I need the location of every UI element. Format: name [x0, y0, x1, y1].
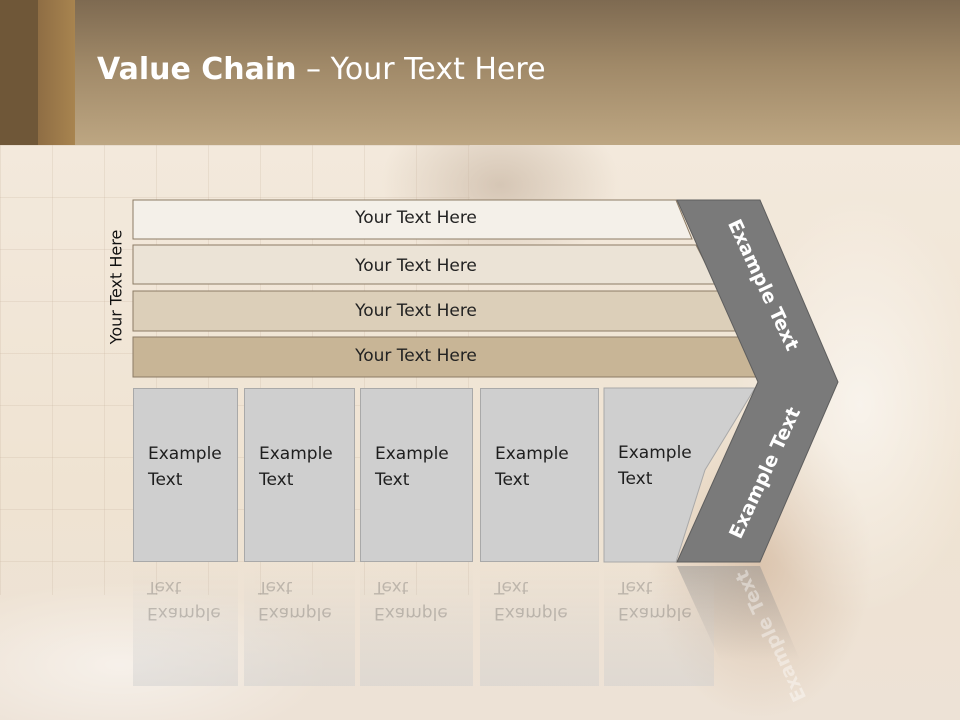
example-box-4[interactable]: Example Text [480, 388, 599, 562]
header-bar: Value Chain – Your Text Here [0, 0, 960, 145]
row-label-2: Your Text Here [355, 256, 477, 276]
example-box-2[interactable]: Example Text [244, 388, 355, 562]
example-box-5-reflection: Example Text [604, 566, 714, 686]
example-box-1-reflection: Example Text [133, 566, 238, 686]
reflection-line2: Text [494, 577, 529, 597]
example-box-1[interactable]: Example Text [133, 388, 238, 562]
title-rest: – Your Text Here [296, 52, 546, 87]
example-box-3-line1: Example [375, 444, 449, 464]
example-box-3-reflection: Example Text [360, 566, 473, 686]
example-box-5-line1: Example [618, 443, 692, 463]
reflection-line1: Example [147, 603, 221, 623]
example-box-1-line1: Example [148, 444, 222, 464]
example-box-5-shape[interactable] [603, 387, 756, 563]
chevron-reflection [677, 566, 800, 660]
header-accent-strip-dark [0, 0, 38, 145]
example-box-5-line2: Text [618, 469, 653, 489]
reflection-line2: Text [374, 577, 409, 597]
example-box-4-reflection: Example Text [480, 566, 599, 686]
chevron-arrow[interactable] [676, 199, 839, 563]
title-bold: Value Chain [97, 52, 297, 87]
reflection-line2: Text [618, 577, 653, 597]
example-box-3-line2: Text [375, 470, 410, 490]
row-label-3: Your Text Here [355, 301, 477, 321]
example-box-2-line2: Text [259, 470, 294, 490]
example-box-4-line1: Example [495, 444, 569, 464]
example-box-1-line2: Text [148, 470, 183, 490]
reflection-line2: Text [147, 577, 182, 597]
example-box-2-reflection: Example Text [244, 566, 355, 686]
reflection-line1: Example [258, 603, 332, 623]
row-label-4: Your Text Here [355, 346, 477, 366]
example-box-2-line1: Example [259, 444, 333, 464]
reflection-line1: Example [618, 603, 692, 623]
example-box-4-line2: Text [495, 470, 530, 490]
example-box-3[interactable]: Example Text [360, 388, 473, 562]
row-label-1: Your Text Here [355, 208, 477, 228]
slide-title: Value Chain – Your Text Here [97, 52, 546, 87]
reflection-line2: Text [258, 577, 293, 597]
reflection-line1: Example [374, 603, 448, 623]
row-shape-1[interactable] [132, 199, 693, 240]
reflection-line1: Example [494, 603, 568, 623]
example-box-5-text: Example Text [604, 388, 704, 562]
